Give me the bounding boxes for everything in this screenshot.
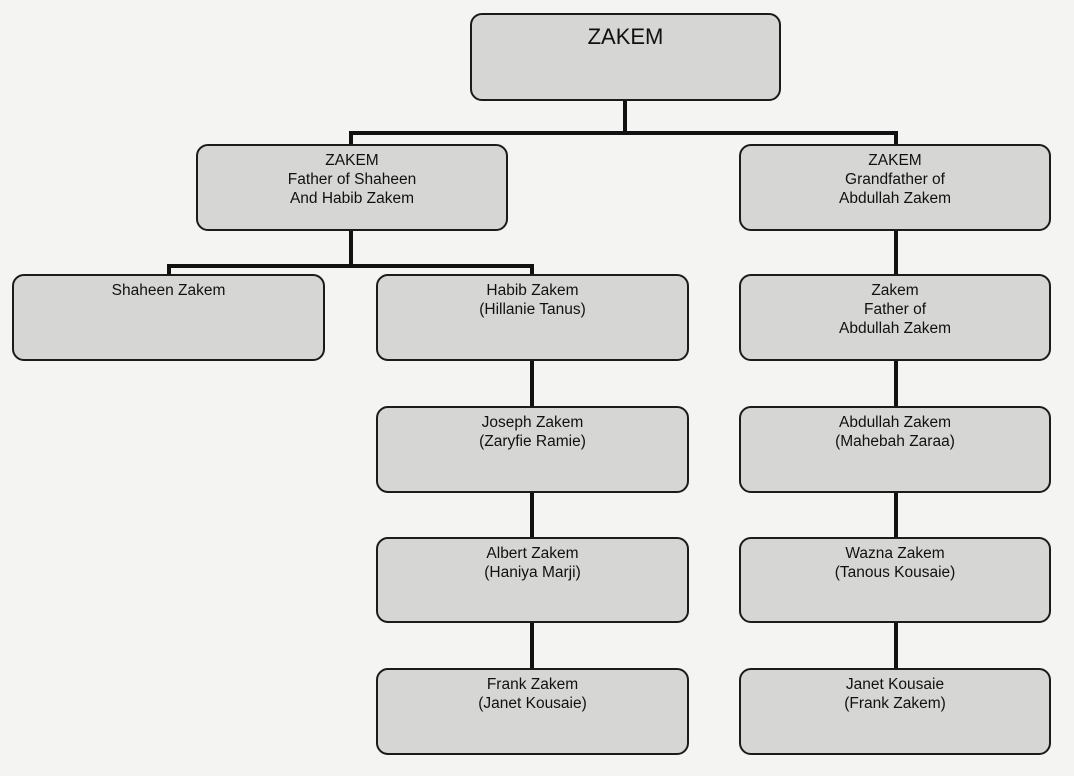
node-grandfather-abdullah: ZAKEM Grandfather of Abdullah Zakem: [739, 144, 1051, 231]
node-text-line: And Habib Zakem: [289, 190, 415, 207]
node-text-line: Zakem: [871, 282, 919, 299]
node-text-line: ZAKEM: [587, 24, 664, 49]
node-text-line: Janet Kousaie: [845, 676, 945, 693]
node-text-line: ZAKEM: [868, 152, 922, 169]
node-text-line: Shaheen Zakem: [111, 282, 226, 299]
connector-father-sons: [167, 230, 534, 275]
node-text-line: (Tanous Kousaie): [834, 564, 956, 581]
node-text-line: Habib Zakem: [486, 282, 579, 299]
node-text-line: (Haniya Marji): [484, 564, 581, 581]
node-albert: Albert Zakem (Haniya Marji): [376, 537, 689, 623]
node-text-line: (Mahebah Zaraa): [835, 433, 955, 450]
node-text-line: Joseph Zakem: [481, 414, 584, 431]
node-text-line: Wazna Zakem: [845, 545, 945, 562]
node-text-line: (Janet Kousaie): [478, 695, 587, 712]
node-text-line: Abdullah Zakem: [838, 320, 951, 337]
node-text-line: (Zaryfie Ramie): [479, 433, 586, 450]
node-text-line: Albert Zakem: [486, 545, 579, 562]
node-text-line: Grandfather of: [845, 171, 945, 188]
node-root: ZAKEM: [470, 13, 781, 101]
node-shaheen: Shaheen Zakem: [12, 274, 325, 361]
node-frank: Frank Zakem (Janet Kousaie): [376, 668, 689, 755]
node-text-line: (Hillanie Tanus): [479, 301, 586, 318]
node-text-line: Abdullah Zakem: [838, 190, 951, 207]
node-text-line: Frank Zakem: [486, 676, 579, 693]
node-joseph: Joseph Zakem (Zaryfie Ramie): [376, 406, 689, 493]
connector-root-children: [349, 100, 898, 145]
node-text-line: ZAKEM: [325, 152, 379, 169]
node-habib: Habib Zakem (Hillanie Tanus): [376, 274, 689, 361]
node-abdullah: Abdullah Zakem (Mahebah Zaraa): [739, 406, 1051, 493]
node-text-line: Father of Shaheen: [287, 171, 417, 188]
node-wazna: Wazna Zakem (Tanous Kousaie): [739, 537, 1051, 623]
node-text-line: (Frank Zakem): [844, 695, 946, 712]
node-text-line: Father of: [863, 301, 927, 318]
node-text-line: Abdullah Zakem: [838, 414, 951, 431]
node-janet: Janet Kousaie (Frank Zakem): [739, 668, 1051, 755]
